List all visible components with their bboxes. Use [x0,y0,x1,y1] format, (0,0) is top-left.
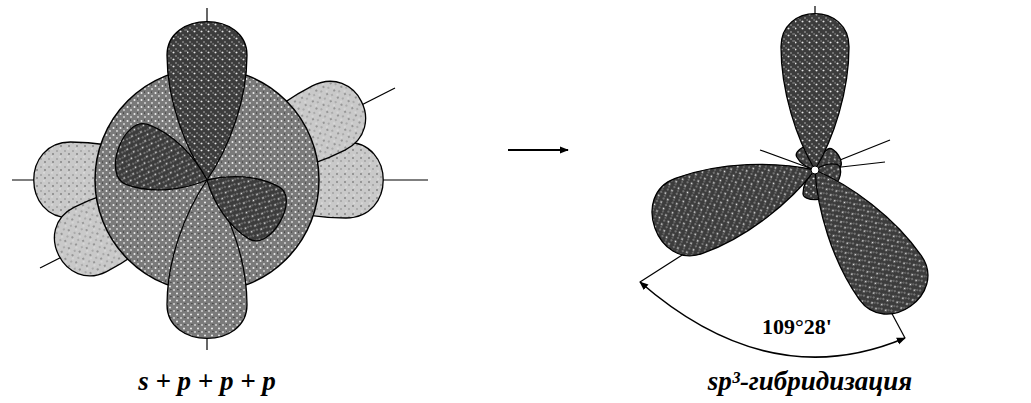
bond-angle-label: 109°28' [762,315,832,339]
orbital-sum-label: s + p + p + p [138,367,276,397]
orbital-lobe [641,132,828,265]
orbital-lobe [781,14,849,170]
angle-arc [640,282,905,357]
orbital-lobe [192,154,295,248]
reaction-arrow [508,149,568,151]
orbital-lobe [784,148,942,328]
orbital-lobe [108,118,218,210]
sp3-hybrid-orbitals [640,6,942,338]
hybridization-label: sp³-гибридизация [708,367,912,397]
nucleus-dot [811,166,819,174]
unhybridized-orbitals [12,8,428,350]
